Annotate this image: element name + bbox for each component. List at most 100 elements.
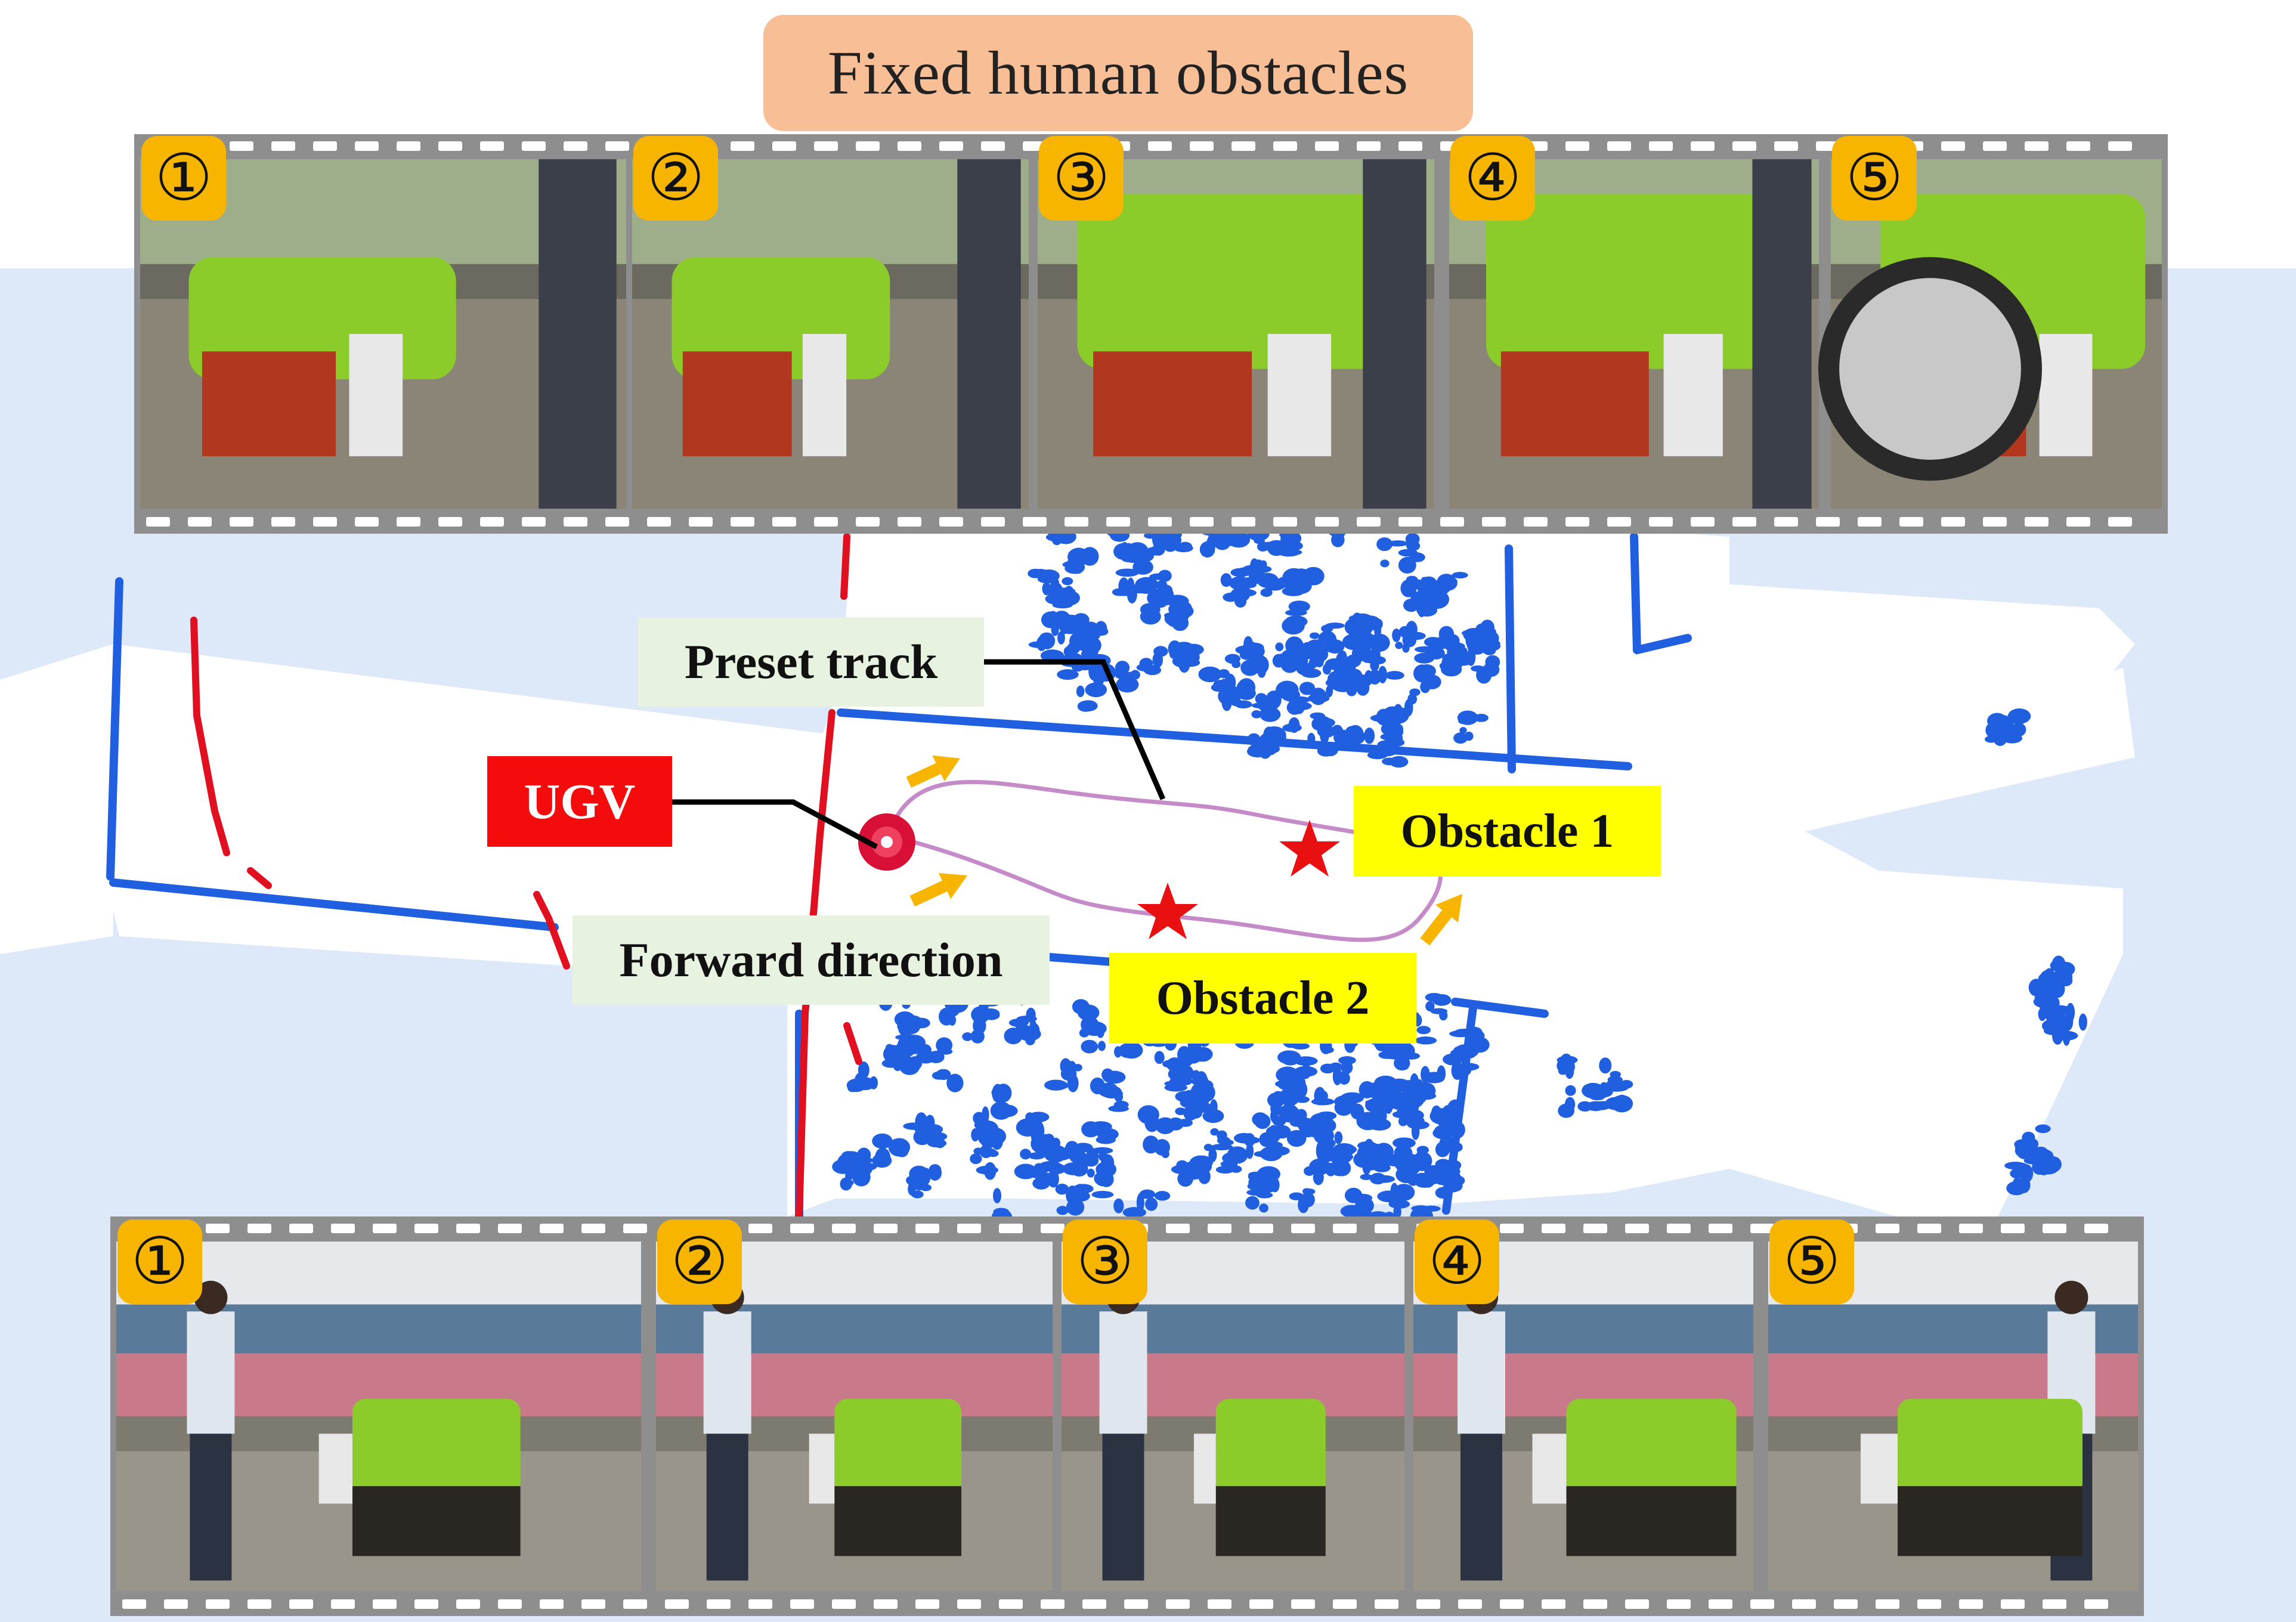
lidar-point <box>1042 582 1051 596</box>
lidar-point <box>1135 587 1160 594</box>
lidar-point <box>1081 1039 1099 1054</box>
lidar-point <box>1474 714 1489 722</box>
lidar-point <box>1308 571 1316 578</box>
lidar-point <box>2044 1013 2063 1021</box>
lidar-point <box>1380 559 1390 568</box>
lidar-point <box>1304 1166 1316 1176</box>
lidar-point <box>1056 1206 1069 1215</box>
lidar-point <box>1151 544 1165 556</box>
lidar-point <box>832 1159 855 1174</box>
film-hole <box>1691 517 1715 527</box>
top-frame-4-badge: ④ <box>1450 136 1535 221</box>
film-hole <box>1023 517 1047 527</box>
lidar-point <box>1360 1174 1373 1180</box>
film-hole <box>540 1224 564 1233</box>
lidar-point <box>996 1104 1018 1118</box>
lidar-point <box>1560 1057 1568 1069</box>
lidar-point <box>1076 685 1085 698</box>
free-space-region <box>95 525 2135 1216</box>
lidar-point <box>1379 1153 1397 1165</box>
lidar-point <box>936 1069 951 1081</box>
preset-track-label: Preset track <box>638 617 984 707</box>
lidar-point <box>2035 1124 2051 1134</box>
film-hole <box>498 1224 522 1233</box>
film-hole <box>1565 517 1589 527</box>
lidar-point <box>1209 1099 1218 1115</box>
lidar-point <box>1236 679 1255 697</box>
lidar-point <box>1154 1139 1170 1156</box>
film-hole <box>2001 1224 2025 1233</box>
lidar-point <box>1475 623 1489 636</box>
lidar-point <box>1076 631 1091 639</box>
film-frame-5 <box>1768 1242 2138 1591</box>
lidar-point <box>869 1076 878 1089</box>
lidar-point <box>1295 574 1306 584</box>
film-frame-1 <box>116 1242 641 1591</box>
film-hole <box>1524 517 1548 527</box>
lidar-point <box>1194 1158 1212 1174</box>
film-hole <box>1041 1599 1065 1609</box>
top-film-strip <box>134 134 2168 534</box>
film-hole <box>438 141 462 151</box>
film-hole <box>999 1224 1023 1233</box>
lidar-point <box>1121 556 1135 562</box>
lidar-point <box>1175 1107 1186 1116</box>
lidar-point <box>1350 668 1363 684</box>
lidar-point <box>1269 1125 1278 1133</box>
film-hole <box>1148 517 1172 527</box>
lidar-point <box>1023 1116 1039 1132</box>
forward-direction-arrows <box>906 755 1463 946</box>
lidar-point <box>1270 1093 1291 1100</box>
film-hole <box>1398 141 1422 151</box>
obstacle-1-star <box>1279 820 1340 877</box>
lidar-point <box>1398 556 1416 574</box>
lidar-point <box>885 1044 893 1052</box>
lidar-point <box>1210 1144 1233 1150</box>
lidar-point <box>1389 756 1409 768</box>
lidar-point <box>1054 1149 1071 1160</box>
lidar-point <box>1153 646 1168 657</box>
film-hole <box>247 1224 271 1233</box>
lidar-point <box>1362 1160 1375 1168</box>
lidar-point <box>1087 685 1100 692</box>
film-hole <box>1208 1599 1231 1609</box>
film-hole <box>1542 1224 1565 1233</box>
lidar-point <box>1322 1047 1334 1054</box>
lidar-point <box>888 1138 911 1157</box>
lidar-point <box>1096 1176 1111 1187</box>
film-hole <box>2066 517 2090 527</box>
lidar-point <box>1334 1095 1357 1108</box>
lidar-point <box>1198 666 1222 683</box>
lidar-point <box>1373 1175 1395 1183</box>
film-hole <box>1774 517 1798 527</box>
lidar-point <box>993 1208 1010 1216</box>
film-hole <box>1941 517 1965 527</box>
lidar-point <box>892 1055 903 1072</box>
lidar-point <box>1064 1145 1082 1153</box>
film-hole <box>1917 1224 1941 1233</box>
lidar-point <box>1260 560 1267 568</box>
bottom-frame-2-badge: ② <box>657 1219 742 1304</box>
lidar-point <box>1316 1141 1324 1160</box>
lidar-point <box>1360 615 1381 629</box>
film-hole <box>623 1599 647 1609</box>
lidar-point <box>1260 588 1273 597</box>
lidar-point <box>1164 612 1178 619</box>
lidar-point <box>1090 1077 1106 1095</box>
lidar-point <box>2020 1164 2034 1183</box>
lidar-point <box>1585 1085 1596 1092</box>
film-hole <box>605 141 629 151</box>
film-hole <box>289 1224 313 1233</box>
film-hole <box>1440 517 1464 527</box>
lidar-point <box>1087 1151 1099 1162</box>
lidar-point <box>1288 600 1310 613</box>
film-hole <box>1357 141 1381 151</box>
lidar-point <box>1393 1205 1401 1219</box>
lidar-point <box>1144 532 1158 539</box>
lidar-point <box>1487 632 1499 645</box>
lidar-point <box>1221 694 1232 711</box>
lidar-point <box>1452 572 1468 579</box>
lidar-point <box>1281 688 1301 702</box>
film-hole <box>1732 517 1756 527</box>
film-hole <box>731 517 754 527</box>
